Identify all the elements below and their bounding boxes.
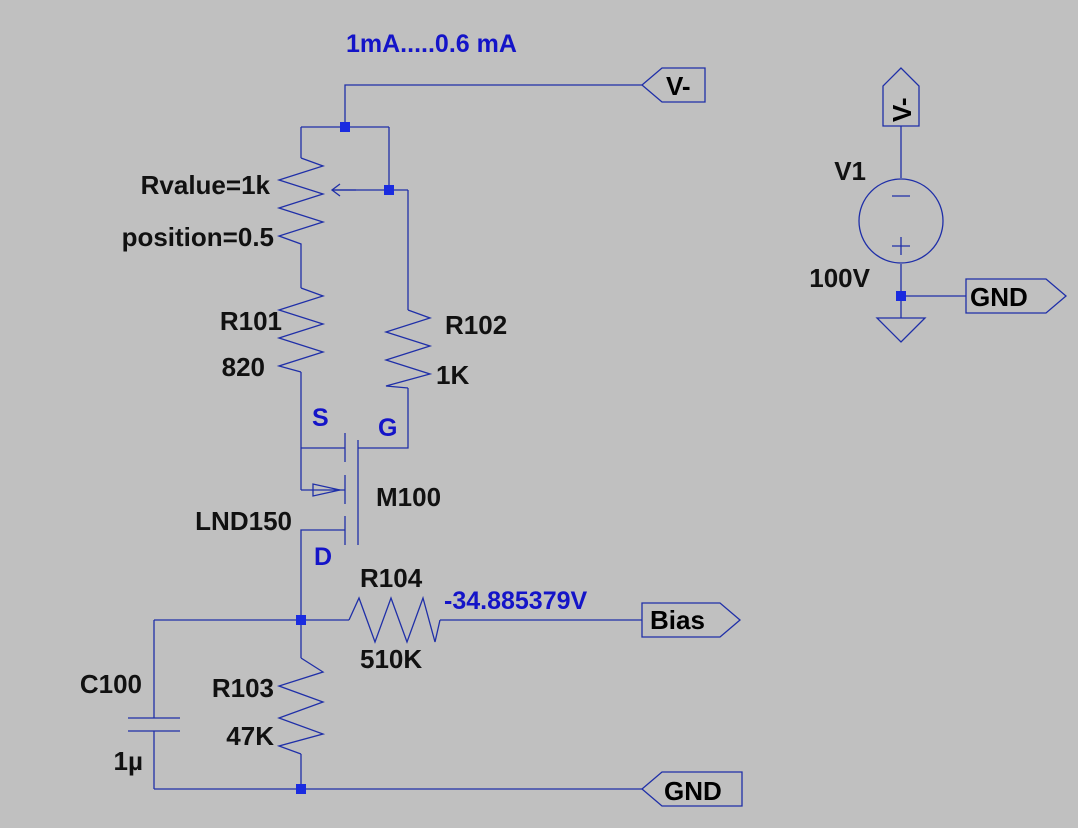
mosfet-m100 — [301, 433, 359, 545]
r102-name-label: R102 — [445, 310, 507, 340]
net-flag-vminus-top: V- — [640, 67, 706, 103]
junctions — [296, 122, 906, 794]
r102-value-label: 1K — [436, 360, 469, 390]
net-flag-vminus-v1-label: V- — [887, 97, 917, 122]
potentiometer — [276, 157, 356, 252]
net-flag-vminus-v1: V- — [882, 67, 920, 127]
m100-model-label: LND150 — [195, 506, 292, 536]
r104-name-label: R104 — [360, 563, 423, 593]
ground-symbol — [875, 317, 927, 343]
net-flag-vminus-top-label: V- — [666, 71, 691, 101]
mosfet-source-pin-label: S — [312, 404, 329, 432]
v1-name-label: V1 — [834, 156, 866, 186]
net-flag-gnd-bottom-label: GND — [664, 776, 722, 806]
r101-name-label: R101 — [220, 306, 282, 336]
resistor-r102 — [383, 309, 433, 389]
mosfet-gate-pin-label: G — [378, 414, 397, 442]
current-range-annotation: 1mA.....0.6 mA — [346, 30, 517, 58]
voltage-source-v1 — [858, 178, 944, 264]
r103-name-label: R103 — [212, 673, 274, 703]
r103-value-label: 47K — [226, 721, 274, 751]
net-flag-gnd-v1-label: GND — [970, 282, 1028, 312]
bias-voltage-annotation: -34.885379V — [444, 587, 588, 615]
net-flag-gnd-bottom: GND — [640, 771, 743, 807]
resistor-r104 — [348, 595, 441, 644]
r101-value-label: 820 — [222, 352, 265, 382]
mosfet-drain-pin-label: D — [314, 543, 332, 571]
v1-value-label: 100V — [809, 263, 870, 293]
r104-value-label: 510K — [360, 644, 422, 674]
resistor-r103 — [276, 657, 326, 755]
wires — [153, 84, 966, 790]
net-flag-bias-label: Bias — [650, 605, 705, 635]
pot-position-label: position=0.5 — [122, 222, 274, 252]
resistor-r101 — [276, 287, 326, 373]
c100-name-label: C100 — [80, 669, 142, 699]
m100-name-label: M100 — [376, 482, 441, 512]
net-flag-bias: Bias — [641, 602, 742, 638]
c100-value-label: 1µ — [114, 746, 143, 776]
net-flag-gnd-v1: GND — [965, 278, 1068, 314]
capacitor-c100 — [128, 717, 180, 732]
pot-rvalue-label: Rvalue=1k — [141, 170, 271, 200]
